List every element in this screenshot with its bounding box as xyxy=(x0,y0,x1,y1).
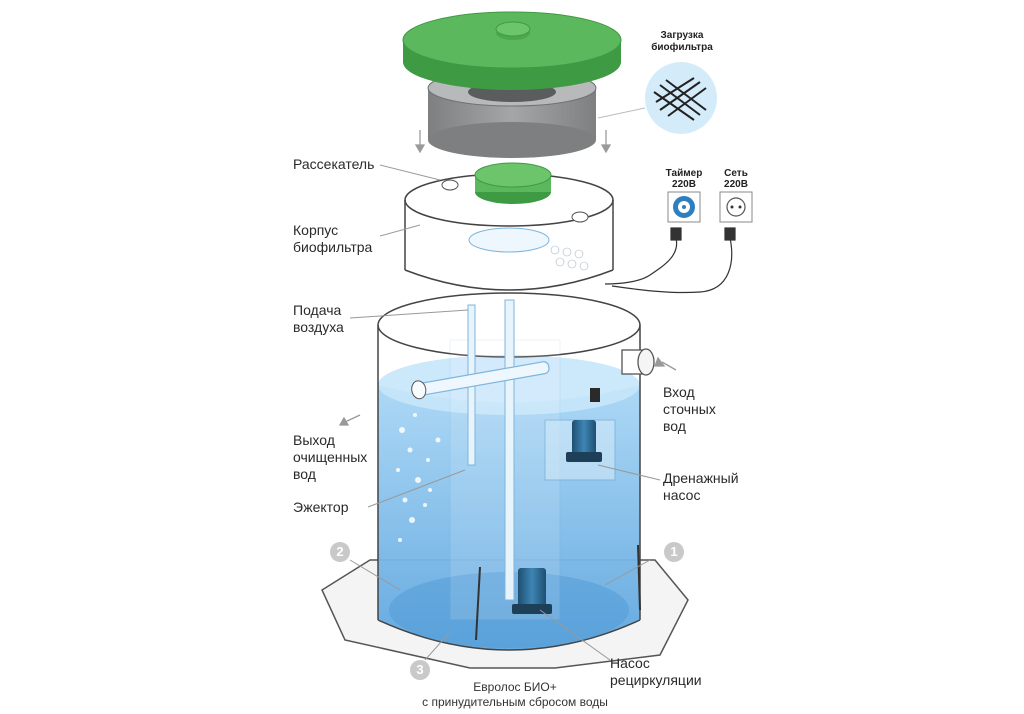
drainage-pump xyxy=(566,388,602,462)
recirculation-pump xyxy=(512,568,552,614)
label-distributor: Рассекатель xyxy=(293,156,375,172)
caption-line-1: Евролос БИО+ xyxy=(473,680,557,694)
flow-arrows xyxy=(338,356,677,426)
label-drain-pump-2: насос xyxy=(663,487,701,503)
label-ejector: Эжектор xyxy=(293,499,349,515)
timer-socket xyxy=(667,191,701,223)
label-inlet-3: вод xyxy=(663,418,686,434)
number-badge-1: 1 xyxy=(664,542,684,562)
label-load-2: биофильтра xyxy=(651,42,713,53)
label-outlet-2: очищенных xyxy=(293,449,368,465)
label-housing-1: Корпус xyxy=(293,222,339,238)
main-tank xyxy=(377,292,655,651)
power-cables xyxy=(604,227,736,294)
label-outlet-1: Выход xyxy=(293,432,335,448)
label-timer-2: 220В xyxy=(672,179,696,190)
label-mains-1: Сеть xyxy=(724,168,748,179)
label-load-1: Загрузка xyxy=(660,30,704,41)
assembly-arrows xyxy=(414,130,612,154)
label-timer-1: Таймер xyxy=(665,168,703,179)
label-recirc-pump-1: Насос xyxy=(610,655,650,671)
air-bubbles xyxy=(396,413,441,542)
label-inlet-1: Вход xyxy=(663,384,695,400)
label-drain-pump-1: Дренажный xyxy=(663,470,739,486)
biofilter-housing xyxy=(404,173,614,291)
label-mains-2: 220В xyxy=(724,179,748,190)
label-recirc-pump-2: рециркуляции xyxy=(610,672,702,688)
power-socket xyxy=(719,191,753,223)
label-air-2: воздуха xyxy=(293,319,344,335)
number-badge-3: 3 xyxy=(410,660,430,680)
number-badge-2: 2 xyxy=(330,542,350,562)
label-inlet-2: сточных xyxy=(663,401,716,417)
label-air-1: Подача xyxy=(293,302,342,318)
caption-line-2: с принудительным сбросом воды xyxy=(422,695,608,709)
biofilter-media-sample xyxy=(597,62,717,134)
label-outlet-3: вод xyxy=(293,466,316,482)
leader-lines xyxy=(349,164,661,661)
distributor xyxy=(474,162,552,204)
green-lid xyxy=(402,11,622,90)
label-housing-2: биофильтра xyxy=(293,239,373,255)
